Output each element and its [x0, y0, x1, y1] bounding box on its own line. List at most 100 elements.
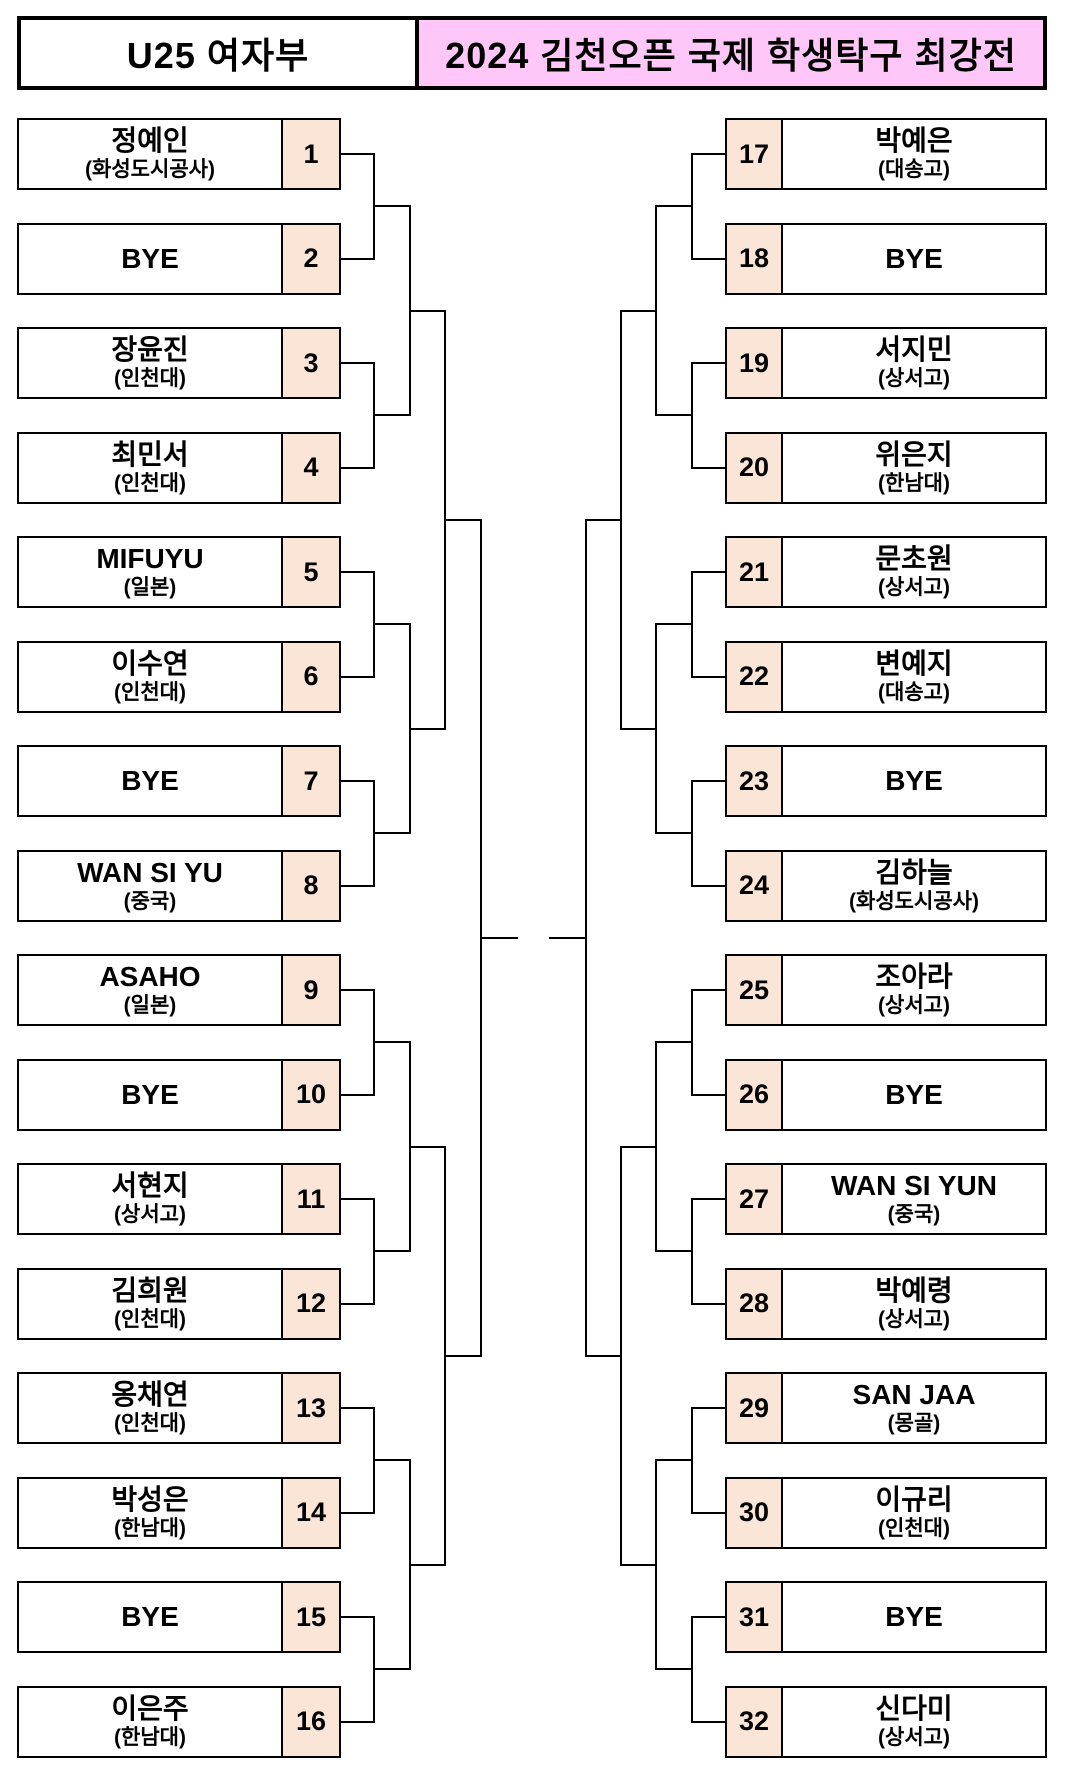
entry-name: 박예령 — [875, 1274, 953, 1306]
entry-affiliation: (상서고) — [114, 1203, 186, 1226]
seed-number: 6 — [281, 642, 339, 711]
connector-line-horizontal — [373, 1250, 411, 1253]
connector-line-horizontal — [340, 1302, 375, 1305]
entry-name: ASAHO — [99, 961, 201, 992]
entry-affiliation: (인천대) — [114, 680, 186, 704]
connector-line-horizontal — [373, 832, 411, 835]
entry-affiliation: (일본) — [123, 994, 177, 1017]
connector-line-horizontal — [655, 832, 693, 835]
entry-affiliation: (인천대) — [878, 1516, 950, 1540]
connector-line-horizontal — [584, 1354, 622, 1357]
entry-name: BYE — [885, 1601, 943, 1632]
bracket-entry: 이규리(인천대)30 — [725, 1476, 1047, 1549]
entry-name-area: 이은주(한남대) — [19, 1688, 281, 1756]
entry-affiliation: (중국) — [887, 1203, 941, 1226]
entry-name: 박예은 — [875, 125, 953, 156]
seed-number: 27 — [727, 1165, 783, 1233]
division-label: U25 여자부 — [17, 16, 419, 90]
seed-number: 24 — [727, 851, 783, 920]
entry-name: 정예인 — [111, 125, 189, 156]
entry-name-area: MIFUYU(일본) — [19, 538, 281, 606]
seed-number: 21 — [727, 538, 783, 606]
entry-affiliation: (인천대) — [114, 471, 186, 495]
seed-number: 11 — [281, 1165, 339, 1233]
connector-line-horizontal — [409, 309, 446, 312]
connector-line-horizontal — [691, 989, 726, 991]
connector-line-horizontal — [340, 675, 375, 678]
connector-line-horizontal — [340, 1616, 375, 1618]
entry-name-area: 서현지(상서고) — [19, 1165, 281, 1233]
connector-line-horizontal — [584, 518, 622, 521]
entry-affiliation: (상서고) — [878, 367, 950, 390]
seed-number: 17 — [727, 120, 783, 188]
entry-name: MIFUYU — [96, 543, 204, 574]
connector-line-horizontal — [373, 1459, 411, 1462]
entry-name-area: BYE — [19, 225, 281, 293]
connector-line-horizontal — [548, 936, 587, 939]
seed-number: 2 — [281, 224, 339, 293]
entry-name: 이수연 — [111, 647, 189, 679]
bracket-entry: WAN SI YUN(중국)27 — [725, 1163, 1047, 1235]
connector-line-horizontal — [655, 414, 693, 417]
connector-line-horizontal — [340, 153, 375, 155]
bracket-entry: 이은주(한남대)16 — [17, 1685, 341, 1758]
entry-name-area: BYE — [19, 1061, 281, 1129]
connector-line-horizontal — [620, 1563, 657, 1566]
entry-name-area: 박예은(대송고) — [783, 120, 1045, 188]
entry-name: 서현지 — [111, 1170, 189, 1201]
entry-affiliation: (한남대) — [114, 1516, 186, 1540]
seed-number: 18 — [727, 224, 783, 293]
connector-line-horizontal — [691, 1511, 726, 1514]
seed-number: 30 — [727, 1478, 783, 1547]
tournament-title: 2024 김천오픈 국제 학생탁구 최강전 — [415, 16, 1047, 90]
seed-number: 25 — [727, 956, 783, 1024]
seed-number: 5 — [281, 538, 339, 606]
bracket-entry: 서지민(상서고) 19 — [725, 327, 1047, 399]
connector-line-horizontal — [373, 1041, 411, 1044]
bracket-entry: SAN JAA(몽골)29 — [725, 1372, 1047, 1444]
connector-line-horizontal — [340, 1093, 375, 1096]
entry-name: BYE — [121, 1078, 179, 1110]
seed-number: 7 — [281, 747, 339, 815]
connector-line-horizontal — [340, 1720, 375, 1723]
entry-name: 서지민 — [875, 334, 953, 365]
bracket-entry: 김하늘(화성도시공사)24 — [725, 849, 1047, 922]
entry-affiliation: (상서고) — [878, 576, 950, 599]
seed-number: 14 — [281, 1478, 339, 1547]
entry-name: BYE — [121, 242, 179, 274]
seed-number: 15 — [281, 1583, 339, 1651]
connector-line-horizontal — [340, 257, 375, 260]
bracket-entry: 신다미(상서고)32 — [725, 1685, 1047, 1758]
connector-line-horizontal — [691, 1407, 726, 1409]
seed-number: 20 — [727, 433, 783, 502]
seed-number: 19 — [727, 329, 783, 397]
bracket-entry: 이수연(인천대) 6 — [17, 640, 341, 713]
entry-name-area: 정예인(화성도시공사) — [19, 120, 281, 188]
seed-number: 8 — [281, 851, 339, 920]
entry-name-area: ASAHO(일본) — [19, 956, 281, 1024]
entry-affiliation: (일본) — [123, 576, 177, 599]
entry-name-area: 위은지(한남대) — [783, 434, 1045, 502]
bracket-entry: 옹채연(인천대)13 — [17, 1372, 341, 1444]
seed-number: 1 — [281, 120, 339, 188]
seed-number: 23 — [727, 747, 783, 815]
entry-name: 신다미 — [875, 1692, 953, 1724]
connector-line-horizontal — [691, 466, 726, 469]
connector-line-horizontal — [444, 518, 482, 521]
entry-name-area: 장윤진(인천대) — [19, 329, 281, 397]
entry-name-area: 문초원(상서고) — [783, 538, 1045, 606]
entry-affiliation: (대송고) — [878, 680, 950, 704]
bracket-entry: 박성은(한남대)14 — [17, 1476, 341, 1549]
connector-line-horizontal — [409, 1145, 446, 1148]
seed-number: 9 — [281, 956, 339, 1024]
connector-line-horizontal — [409, 727, 446, 730]
entry-affiliation: (한남대) — [114, 1725, 186, 1749]
entry-name-area: SAN JAA(몽골) — [783, 1374, 1045, 1442]
entry-affiliation: (인천대) — [114, 367, 186, 390]
connector-line-horizontal — [340, 466, 375, 469]
connector-line-horizontal — [655, 1250, 693, 1253]
bracket-entry: 최민서(인천대)4 — [17, 431, 341, 504]
entry-name-area: 조아라(상서고) — [783, 956, 1045, 1024]
